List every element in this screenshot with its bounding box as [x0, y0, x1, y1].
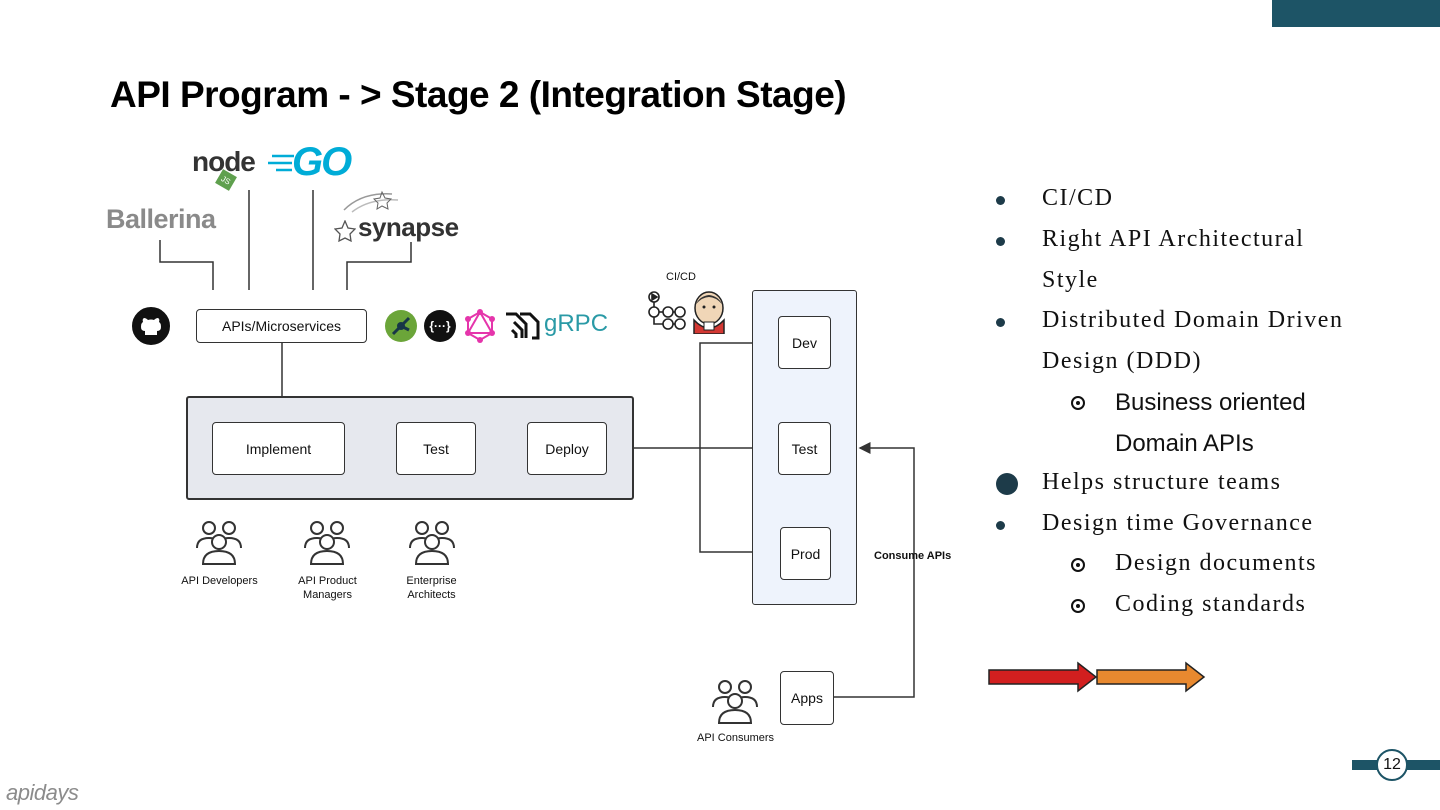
cicd-bracket	[699, 342, 776, 553]
graphql-icon	[465, 309, 495, 343]
bullet-dot-large	[996, 473, 1018, 495]
nodejs-logo: node JS	[192, 146, 256, 191]
sub-bullet-ring	[1071, 599, 1085, 613]
apps-consume-line	[834, 442, 915, 698]
bullet-ddd-line2: Design (DDD)	[1042, 348, 1202, 374]
sub-bullet-coding-standards: Coding standards	[1115, 591, 1307, 617]
bullet-cicd: CI/CD	[1042, 185, 1114, 211]
cicd-label: CI/CD	[666, 271, 696, 283]
bullet-dot	[996, 237, 1005, 246]
test-stage-box: Test	[396, 422, 476, 475]
synapse-connector	[346, 242, 412, 290]
consume-apis-label: Consume APIs	[874, 550, 952, 562]
sub-bullet-ring	[1071, 396, 1085, 410]
developers-group-icon	[196, 521, 242, 565]
implement-box: Implement	[212, 422, 345, 475]
ballerina-connector	[159, 240, 214, 290]
bullet-governance: Design time Governance	[1042, 510, 1314, 536]
consumers-label: API Consumers	[696, 732, 775, 744]
sub-bullet-design-documents: Design documents	[1115, 550, 1317, 576]
apps-box: Apps	[780, 671, 834, 725]
synapse-logo: synapse	[334, 190, 474, 242]
dev-env-box: Dev	[778, 316, 831, 369]
sub-bullet-ring	[1071, 558, 1085, 572]
github-icon	[132, 307, 170, 345]
red-block-arrow	[988, 661, 1098, 693]
bullet-architectural-style-line2: Style	[1042, 267, 1099, 293]
product-managers-group-icon	[304, 521, 350, 565]
sub-bullet-business-line2: Domain APIs	[1115, 430, 1254, 457]
bullet-dot	[996, 318, 1005, 327]
go-speed-lines-icon	[268, 154, 294, 172]
bullet-ddd-line1: Distributed Domain Driven	[1042, 307, 1344, 333]
apidays-logo: apidays	[6, 780, 79, 805]
bullet-dot	[996, 196, 1005, 205]
top-accent-bar	[1272, 0, 1440, 27]
pipeline-icon	[648, 291, 686, 330]
role-label-developers: API Developers	[181, 575, 258, 587]
slide-title: API Program - > Stage 2 (Integration Sta…	[110, 74, 847, 115]
jenkins-icon	[693, 291, 725, 334]
apis-microservices-box: APIs/Microservices	[196, 309, 367, 343]
bullet-architectural-style-line1: Right API Architectural	[1042, 226, 1305, 252]
synapse-swoosh-icon	[343, 190, 399, 213]
deploy-box: Deploy	[527, 422, 607, 475]
role-label-product-managers: API Product Managers	[298, 575, 357, 601]
ballerina-logo: Ballerina	[106, 204, 216, 234]
grpc-logo: gRPC	[544, 310, 609, 337]
test-env-box: Test	[778, 422, 831, 475]
architects-group-icon	[409, 521, 455, 565]
synapse-star-icon	[334, 220, 356, 242]
bullet-dot	[996, 521, 1005, 530]
asyncapi-icon: {···}	[424, 310, 456, 342]
bullet-team-structure: Helps structure teams	[1042, 469, 1282, 495]
websocket-icon	[506, 312, 540, 340]
role-label-architects: Enterprise Architects	[406, 575, 457, 601]
openapi-icon	[385, 310, 417, 342]
consumers-group-icon	[712, 680, 758, 724]
orange-block-arrow	[1096, 661, 1206, 693]
page-number: 12	[1376, 749, 1408, 781]
prod-env-box: Prod	[780, 527, 831, 580]
sub-bullet-business-line1: Business oriented	[1115, 389, 1306, 416]
